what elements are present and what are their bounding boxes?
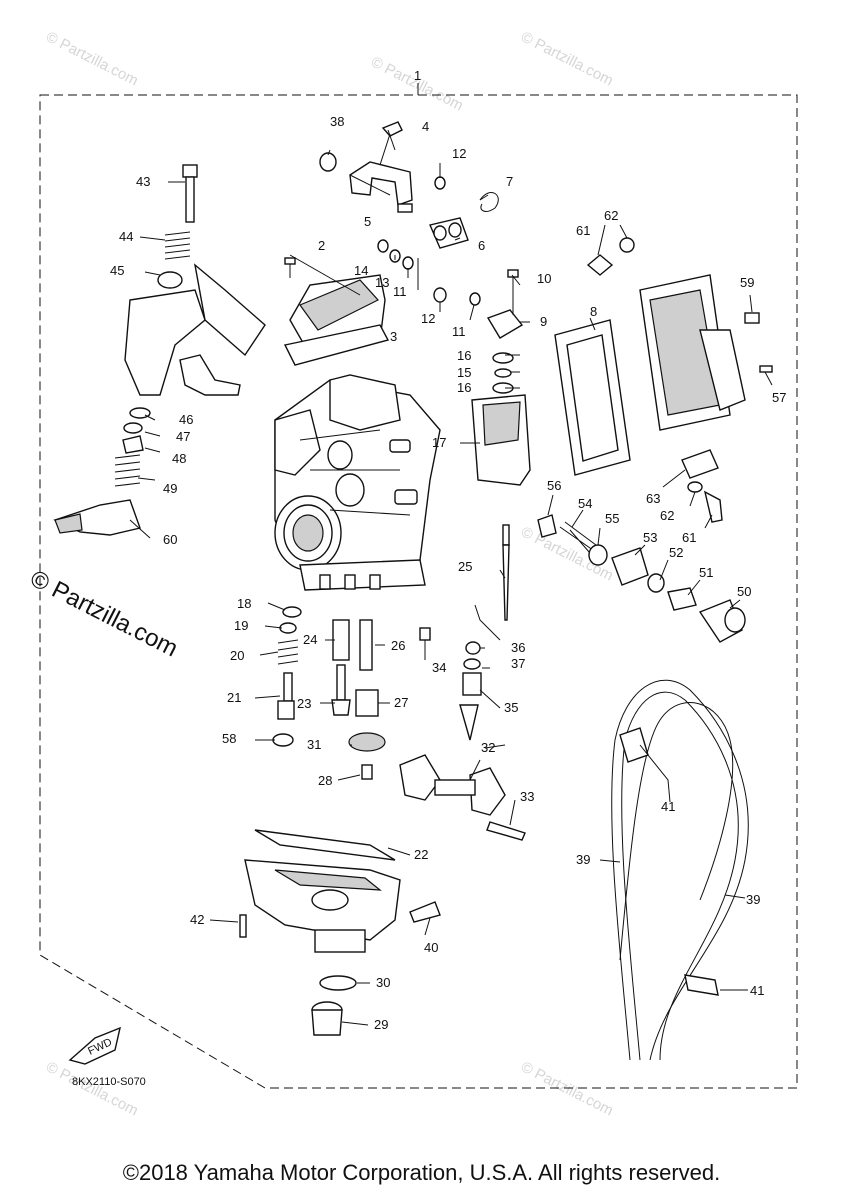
throttle-lever-5 xyxy=(319,121,413,213)
callout-13: 13 xyxy=(375,275,389,290)
callout-39a: 39 xyxy=(576,852,590,867)
callout-numbers: 1 2 3 4 5 6 7 8 9 10 11 11 12 12 13 14 1… xyxy=(110,68,786,1032)
jet-parts-left xyxy=(272,606,386,780)
callout-45: 45 xyxy=(110,263,124,278)
callout-44: 44 xyxy=(119,229,133,244)
watermark-text: © Partzilla.com xyxy=(518,1058,616,1119)
callout-46: 46 xyxy=(179,412,193,427)
callout-6: 6 xyxy=(478,238,485,253)
callout-51: 51 xyxy=(699,565,713,580)
callout-15: 15 xyxy=(457,365,471,380)
callout-63: 63 xyxy=(646,491,660,506)
reference-code: 8KX2110-S070 xyxy=(72,1076,146,1088)
callout-11b: 11 xyxy=(452,324,466,339)
callout-5: 5 xyxy=(364,214,371,229)
callout-32: 32 xyxy=(481,740,495,755)
callout-20: 20 xyxy=(230,648,244,663)
callout-14: 14 xyxy=(354,263,368,278)
callout-56: 56 xyxy=(547,478,561,493)
callout-62a: 62 xyxy=(604,208,618,223)
callout-60: 60 xyxy=(163,532,177,547)
callout-49: 49 xyxy=(163,481,177,496)
callout-11a: 11 xyxy=(393,284,407,299)
callout-31: 31 xyxy=(307,737,321,752)
callout-27: 27 xyxy=(394,695,408,710)
callout-47: 47 xyxy=(176,429,190,444)
callout-41a: 41 xyxy=(661,799,675,814)
callout-61a: 61 xyxy=(576,223,590,238)
throttle-valve-parts xyxy=(471,352,531,486)
callout-24: 24 xyxy=(303,632,317,647)
callout-48: 48 xyxy=(172,451,186,466)
callout-40: 40 xyxy=(424,940,438,955)
top-cover xyxy=(283,274,390,366)
copyright-notice: ©2018 Yamaha Motor Corporation, U.S.A. A… xyxy=(122,1160,721,1185)
vent-hoses xyxy=(611,679,749,1061)
callout-35: 35 xyxy=(504,700,518,715)
callout-34: 34 xyxy=(432,660,446,675)
callout-17: 17 xyxy=(432,435,446,450)
fitting-63-group xyxy=(681,449,723,523)
callout-3: 3 xyxy=(390,329,397,344)
callout-37: 37 xyxy=(511,656,525,671)
callout-26: 26 xyxy=(391,638,405,653)
callout-23: 23 xyxy=(297,696,311,711)
watermark-text: © Partzilla.com xyxy=(43,28,141,89)
callout-43: 43 xyxy=(136,174,150,189)
callout-16a: 16 xyxy=(457,348,471,363)
float-bowl xyxy=(239,829,441,1036)
screw-2 xyxy=(284,257,296,278)
callout-38: 38 xyxy=(330,114,344,129)
callout-53: 53 xyxy=(643,530,657,545)
callout-58: 58 xyxy=(222,731,236,746)
callout-2: 2 xyxy=(318,238,325,253)
callout-21: 21 xyxy=(227,690,241,705)
callout-57: 57 xyxy=(772,390,786,405)
fwd-arrow-icon: FWD xyxy=(68,1026,121,1065)
callout-19: 19 xyxy=(234,618,248,633)
assembly-boundary xyxy=(39,94,798,1089)
float-and-needle-valve xyxy=(399,627,526,841)
callout-29: 29 xyxy=(374,1017,388,1032)
jet-needle-25 xyxy=(502,524,510,621)
linkage-small-parts xyxy=(377,176,524,339)
callout-10: 10 xyxy=(537,271,551,286)
carburetor-body xyxy=(274,374,441,591)
callout-4: 4 xyxy=(422,119,429,134)
callout-55: 55 xyxy=(605,511,619,526)
watermark-text: © Partzilla.com xyxy=(518,28,616,89)
callout-39b: 39 xyxy=(746,892,760,907)
callout-36: 36 xyxy=(511,640,525,655)
side-cover-assembly xyxy=(639,274,773,431)
callout-12b: 12 xyxy=(421,311,435,326)
callout-1: 1 xyxy=(414,68,421,83)
throttle-bracket-group xyxy=(53,164,266,536)
callout-9: 9 xyxy=(540,314,547,329)
callout-18: 18 xyxy=(237,596,251,611)
callout-12a: 12 xyxy=(452,146,466,161)
leader-lines xyxy=(129,129,773,1026)
callout-28: 28 xyxy=(318,773,332,788)
callout-54: 54 xyxy=(578,496,592,511)
callout-25: 25 xyxy=(458,559,472,574)
callout-41b: 41 xyxy=(750,983,764,998)
callout-42: 42 xyxy=(190,912,204,927)
callout-50: 50 xyxy=(737,584,751,599)
callout-52: 52 xyxy=(669,545,683,560)
callout-33: 33 xyxy=(520,789,534,804)
fitting-61-top xyxy=(586,237,635,276)
callout-16b: 16 xyxy=(457,380,471,395)
callout-62b: 62 xyxy=(660,508,674,523)
watermark-text: © Partzilla.com xyxy=(368,53,466,114)
callout-8: 8 xyxy=(590,304,597,319)
callout-7: 7 xyxy=(506,174,513,189)
cover-gasket-8 xyxy=(554,319,631,476)
watermark-text: © Partzilla.com xyxy=(43,1058,141,1119)
callout-22: 22 xyxy=(414,847,428,862)
callout-61b: 61 xyxy=(682,530,696,545)
callout-30: 30 xyxy=(376,975,390,990)
callout-59: 59 xyxy=(740,275,754,290)
pilot-screw-group xyxy=(537,514,746,643)
